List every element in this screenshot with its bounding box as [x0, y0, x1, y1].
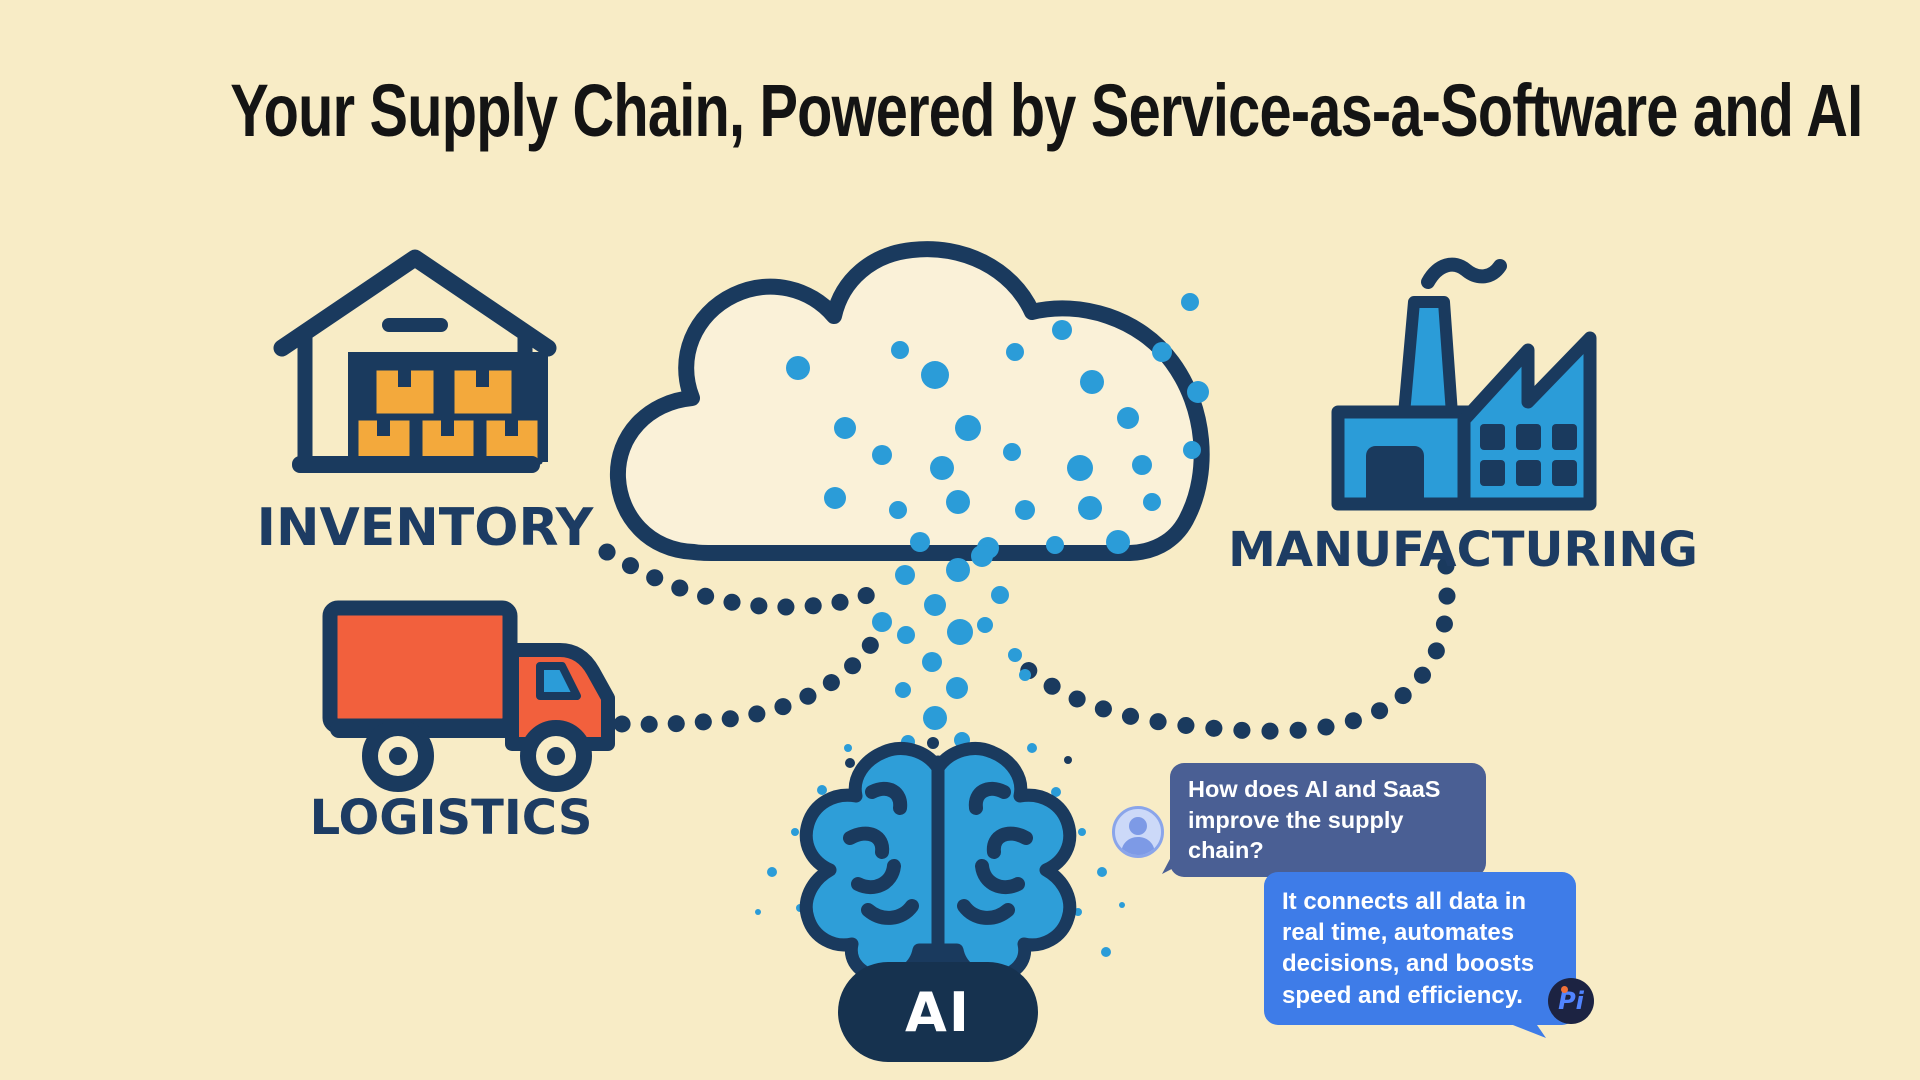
pi-logo: Pi — [1548, 978, 1594, 1024]
ai-chat-bubble: It connects all data in real time, autom… — [1264, 872, 1576, 1025]
inventory-label: INVENTORY — [256, 498, 594, 558]
factory-icon — [1331, 257, 1597, 511]
pi-logo-dot — [1561, 986, 1568, 993]
person-icon — [1121, 817, 1155, 855]
brain-icon — [799, 742, 1077, 984]
connector-logistics-cloud — [613, 619, 889, 733]
connector-dot — [1437, 557, 1455, 575]
truck-icon — [322, 600, 615, 792]
connector-manufacturing-brain — [1019, 587, 1456, 740]
manufacturing-label: MANUFACTURING — [1228, 522, 1698, 578]
data-stream-dots — [872, 545, 1031, 749]
ai-badge-label: AI — [905, 980, 971, 1044]
page-title: Your Supply Chain, Powered by Service-as… — [230, 69, 1863, 152]
connector-inventory-cloud — [598, 543, 893, 616]
cloud-icon — [609, 241, 1210, 561]
warehouse-icon — [273, 249, 557, 473]
logistics-label: LOGISTICS — [309, 790, 593, 846]
pi-logo-mark: Pi — [1558, 987, 1584, 1015]
dotted-connectors — [598, 543, 1456, 740]
cloud-data-dots — [786, 293, 1209, 559]
user-chat-bubble: How does AI and SaaS improve the supply … — [1170, 763, 1486, 877]
navy-speck-dots — [845, 737, 1072, 768]
user-avatar — [1112, 806, 1164, 858]
ai-badge: AI — [838, 962, 1038, 1062]
